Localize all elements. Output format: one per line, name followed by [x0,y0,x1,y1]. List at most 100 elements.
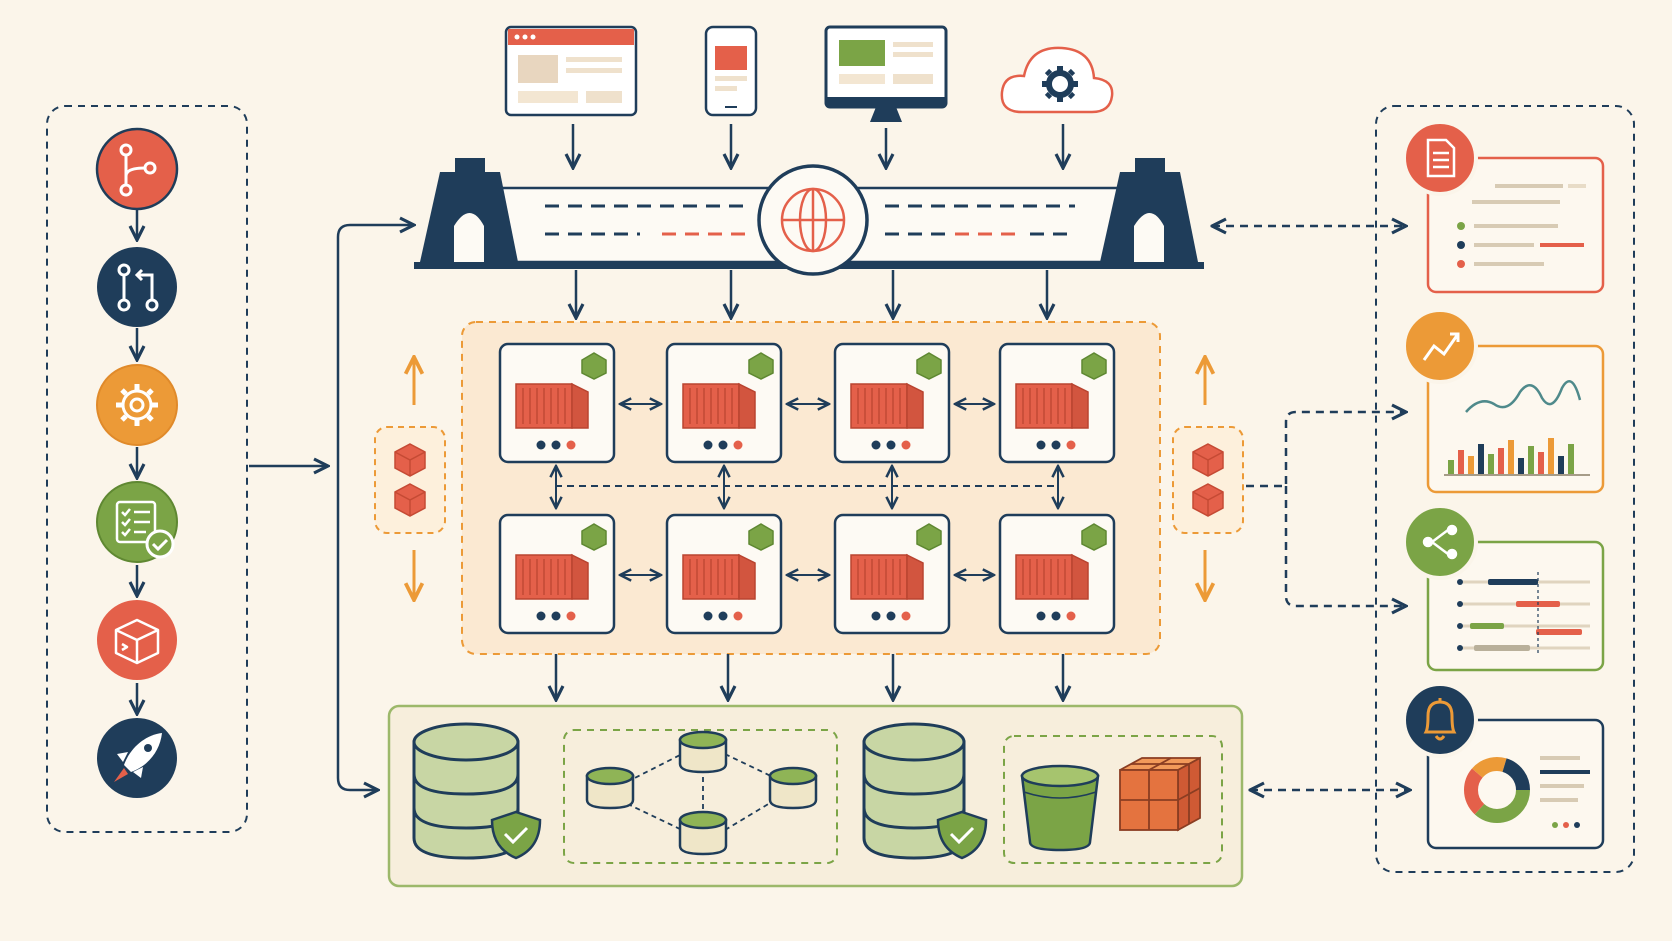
gear-icon [116,384,158,426]
storage-layer [387,704,1244,888]
container-node[interactable] [665,342,783,464]
cube-stack-icon[interactable] [1119,756,1201,832]
status-dot [871,440,881,450]
line-chart-icon [1422,332,1460,361]
container-icon [850,382,924,429]
container-node[interactable] [665,513,783,635]
pipeline-step-merge[interactable] [97,247,177,327]
trace-span [1488,579,1538,585]
bucket-icon[interactable] [1020,764,1100,852]
container-node[interactable] [998,342,1116,464]
gateway-tower-right [1100,158,1198,262]
shield-check-icon [936,810,988,860]
hexagon-icon [1081,352,1107,380]
metric-bar [1508,440,1514,474]
bell-icon [1423,698,1457,741]
check-badge-icon [145,529,175,559]
observability-frame [1375,105,1635,873]
pipeline-step-package[interactable] [97,600,177,680]
cluster-observability-link [1246,412,1406,488]
metric-bar [1468,456,1474,474]
pipeline-frame [46,105,248,833]
object-storage-group [1003,735,1223,864]
metric-bar [1518,458,1524,474]
gateway-traffic-lanes [545,204,1075,236]
trace-dot [1457,601,1463,607]
container-icon [1015,382,1089,429]
database-shield-icon[interactable] [862,722,988,860]
trace-dot [1457,623,1463,629]
status-dot [551,440,561,450]
trace-gantt [1457,572,1590,654]
metrics-trend-line [1465,380,1582,413]
pipeline-step-source[interactable] [95,127,179,211]
shield-check-icon [490,810,542,860]
container-node[interactable] [833,513,951,635]
status-dot [733,440,743,450]
donut-chart-icon [1464,757,1530,823]
mobile-phone-icon[interactable] [704,25,758,117]
browser-window-icon[interactable] [504,25,638,117]
container-node[interactable] [498,513,616,635]
pull-request-icon [117,263,159,312]
cube-icon [1192,443,1224,477]
trace-span [1470,623,1504,629]
autoscale-right [1172,357,1244,600]
status-dot [1066,440,1076,450]
container-icon [682,553,756,600]
pipeline-step-deploy[interactable] [97,718,177,798]
status-dot [1036,611,1046,621]
globe-icon[interactable] [757,164,869,276]
cube-icon [394,483,426,517]
logs-card[interactable] [1402,120,1605,294]
hexagon-icon [1081,523,1107,551]
distributed-db-icon[interactable] [563,729,838,864]
container-icon [515,553,589,600]
database-shield-icon[interactable] [412,722,542,860]
pipeline-step-build[interactable] [96,364,178,446]
status-dot [733,611,743,621]
metric-bar [1498,448,1504,474]
status-dot [1036,440,1046,450]
container-icon [850,553,924,600]
metric-bar [1538,452,1544,474]
pipeline-step-test[interactable] [96,481,178,563]
traces-card[interactable] [1402,504,1605,672]
status-dot [886,611,896,621]
status-dot [551,611,561,621]
hexagon-icon [581,523,607,551]
hexagon-icon [748,352,774,380]
cloud-gear-icon[interactable] [1000,46,1114,114]
checklist-icon [115,500,157,544]
rocket-icon [114,733,162,782]
trace-span [1474,645,1530,651]
metric-bar [1448,460,1454,474]
metric-bar [1528,446,1534,474]
container-icon [515,382,589,429]
gateway-down-arrows [576,270,1047,318]
status-dot [1066,611,1076,621]
hexagon-icon [916,523,942,551]
desktop-monitor-icon[interactable] [824,25,948,122]
document-icon [1426,138,1456,178]
observability-panel [1375,105,1635,873]
status-dot [871,611,881,621]
dashboard-card[interactable] [1402,682,1605,850]
status-dot [718,611,728,621]
container-node[interactable] [833,342,951,464]
hexagon-icon [748,523,774,551]
hexagon-icon [916,352,942,380]
container-icon [682,382,756,429]
container-node[interactable] [498,342,616,464]
container-cluster [461,321,1161,700]
status-dot [886,440,896,450]
container-icon [1015,553,1089,600]
container-node[interactable] [998,513,1116,635]
deploy-feed-line [336,225,414,790]
clients [504,25,1114,168]
dashboard-legend [1540,756,1590,828]
cube-icon [1192,483,1224,517]
status-dot [1051,611,1061,621]
metrics-card[interactable] [1402,308,1605,494]
trace-span [1536,629,1582,635]
